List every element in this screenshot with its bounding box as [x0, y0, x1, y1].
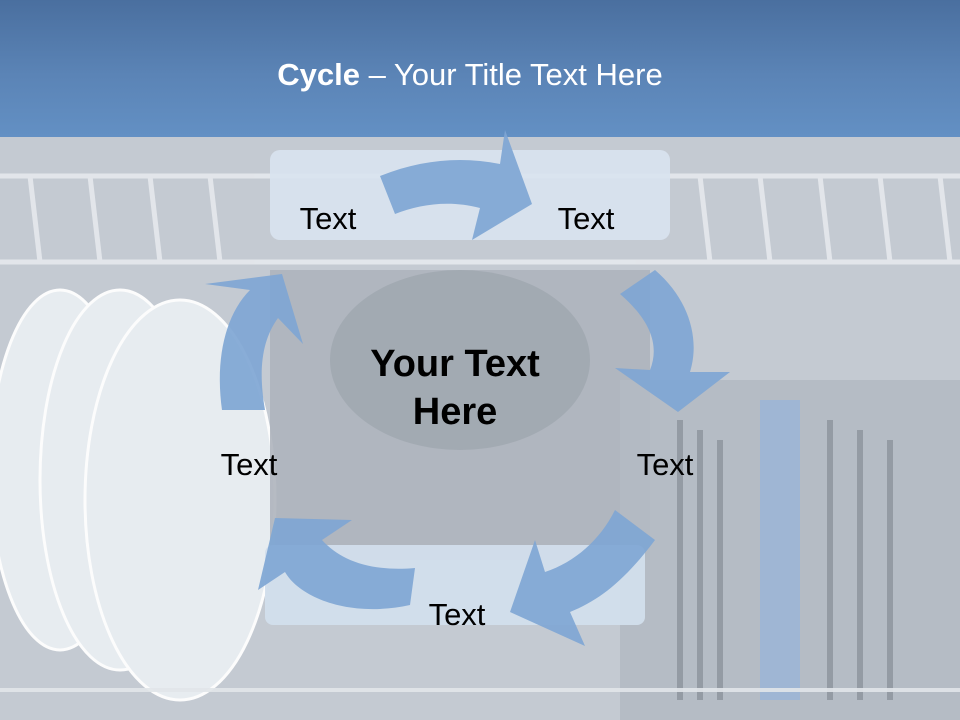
slide-title: Cycle – Your Title Text Here — [0, 52, 940, 98]
cycle-arrow — [380, 130, 532, 240]
cycle-arrow — [205, 274, 303, 410]
cycle-arrow — [615, 270, 730, 412]
cycle-arrow — [510, 510, 655, 646]
cycle-label-bottom: Text — [428, 597, 486, 632]
cycle-label-top-left: Text — [299, 201, 357, 236]
title-rest: – Your Title Text Here — [360, 57, 663, 92]
cycle-label-left: Text — [220, 447, 278, 482]
cycle-arrow — [258, 518, 415, 610]
center-text: Your Text Here — [370, 343, 540, 433]
title-bold: Cycle — [277, 57, 360, 92]
cycle-label-top-right: Text — [557, 201, 615, 236]
cycle-label-right: Text — [636, 447, 694, 482]
title-bar — [0, 0, 960, 137]
